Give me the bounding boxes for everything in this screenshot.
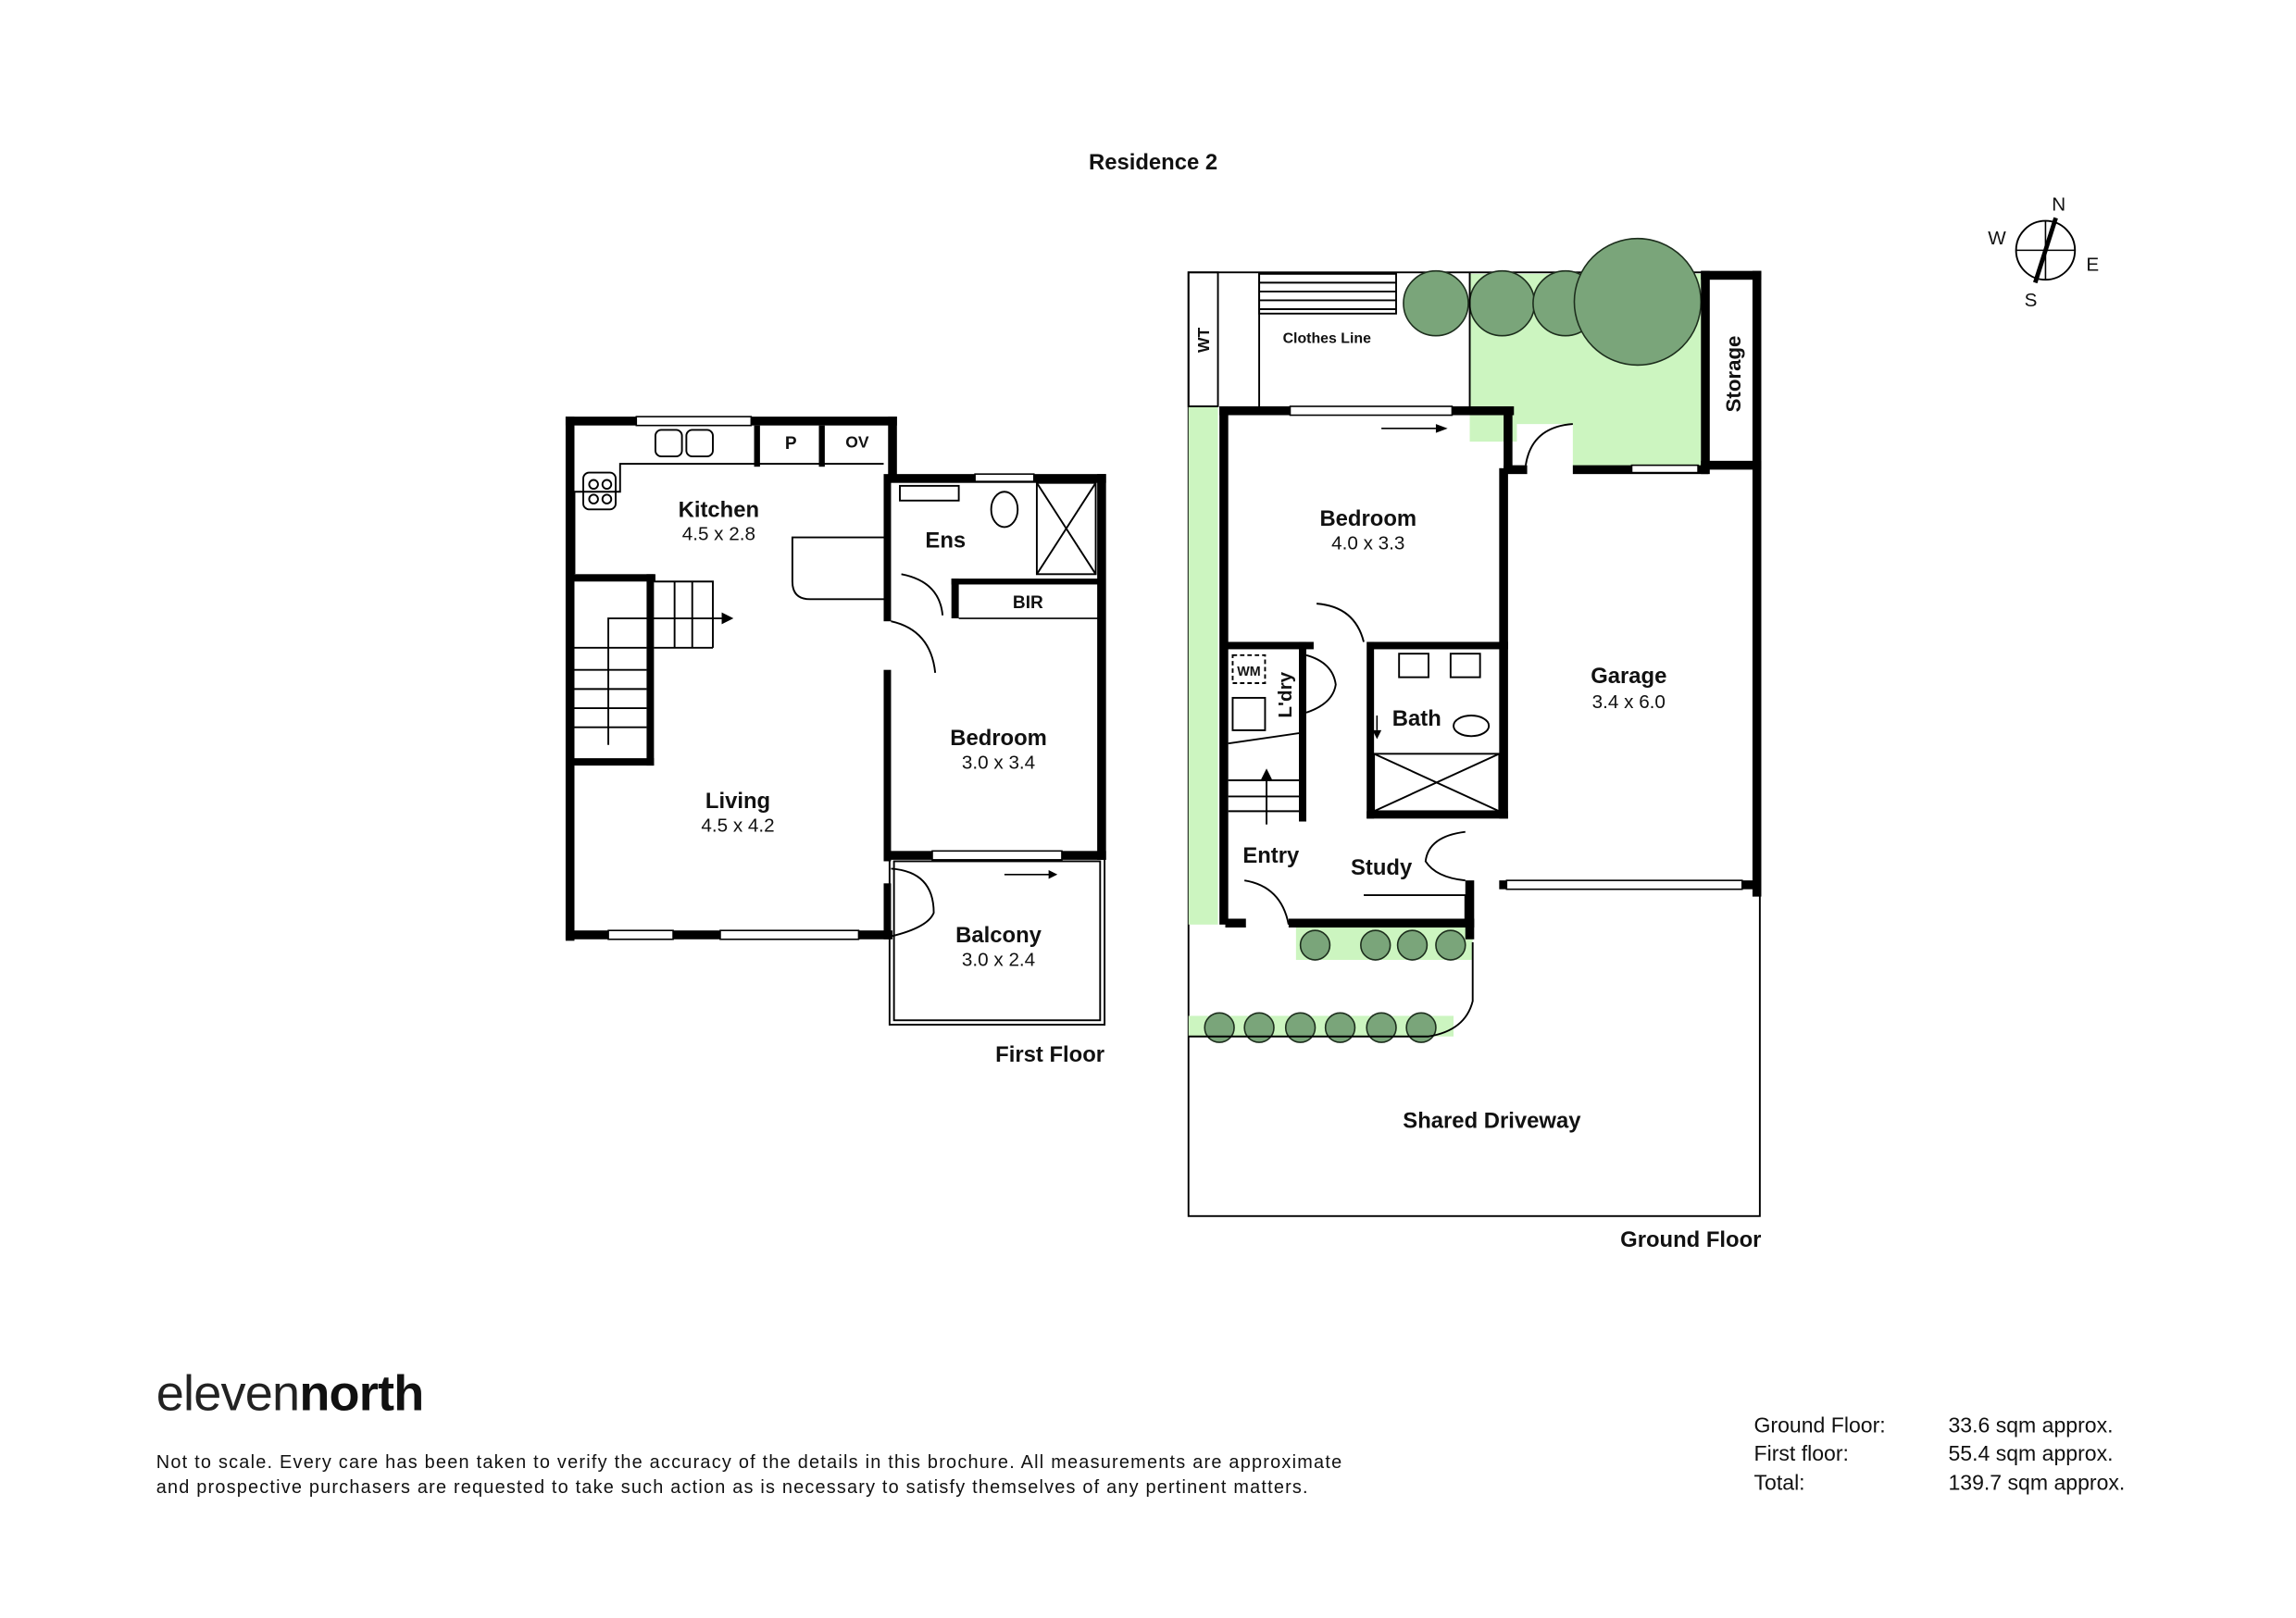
room-size: 3.4 x 6.0 [1592, 691, 1666, 713]
disclaimer-line-2: and prospective purchasers are requested… [156, 1477, 1308, 1498]
room-kitchen: Kitchen [679, 497, 759, 522]
svg-text:Ground Floor:: Ground Floor: [1754, 1413, 1886, 1438]
first-floor-plan: Kitchen 4.5 x 2.8 P OV Living 4.5 x 4.2 … [565, 416, 1106, 1067]
room-garage: Garage [1591, 664, 1666, 689]
svg-text:33.6 sqm approx.: 33.6 sqm approx. [1948, 1413, 2113, 1438]
svg-text:E: E [2086, 255, 2099, 276]
compass-icon: N W E S [1988, 193, 2099, 310]
room-clothes-line: Clothes Line [1283, 331, 1372, 347]
room-bath: Bath [1392, 706, 1441, 731]
room-entry: Entry [1242, 843, 1300, 868]
room-size: 3.0 x 3.4 [962, 752, 1035, 773]
plan-title: Residence 2 [1089, 150, 1217, 175]
svg-text:S: S [2025, 290, 2038, 311]
tree-icon [1204, 237, 1703, 1043]
room-size: 4.5 x 4.2 [701, 815, 774, 837]
room-oven: OV [845, 433, 869, 452]
stairs-icon [574, 580, 734, 745]
room-laundry: L'dry [1275, 671, 1296, 717]
svg-text:W: W [1988, 228, 2006, 249]
ground-floor-label: Ground Floor [1620, 1227, 1761, 1252]
svg-text:First floor:: First floor: [1754, 1441, 1849, 1465]
room-wm: WM [1237, 665, 1260, 679]
room-bedroom: Bedroom [950, 726, 1047, 751]
room-bir: BIR [1013, 593, 1043, 613]
room-pantry: P [785, 434, 797, 454]
room-bedroom: Bedroom [1319, 506, 1416, 531]
room-living: Living [705, 789, 770, 814]
room-size: 3.0 x 2.4 [962, 949, 1035, 970]
area-summary: Ground Floor: 33.6 sqm approx. First flo… [1754, 1413, 2126, 1495]
svg-text:55.4 sqm approx.: 55.4 sqm approx. [1948, 1441, 2113, 1465]
svg-text:Total:: Total: [1754, 1471, 1805, 1495]
room-size: 4.0 x 3.3 [1331, 532, 1404, 554]
room-driveway: Shared Driveway [1403, 1108, 1581, 1133]
room-ens: Ens [925, 529, 966, 554]
room-storage: Storage [1722, 336, 1745, 413]
svg-text:N: N [2052, 193, 2065, 215]
brand-logo: elevennorth [156, 1366, 424, 1422]
room-study: Study [1351, 855, 1413, 880]
room-balcony: Balcony [955, 923, 1042, 948]
disclaimer-line-1: Not to scale. Every care has been taken … [156, 1452, 1341, 1473]
first-floor-label: First Floor [995, 1042, 1104, 1067]
ground-floor-plan: WT Clothes Line Storage Bedroom 4.0 x 3.… [1187, 237, 1762, 1252]
clothes-line-icon [1258, 272, 1397, 315]
room-wt: WT [1194, 328, 1213, 354]
room-size: 4.5 x 2.8 [682, 524, 755, 545]
svg-text:139.7 sqm approx.: 139.7 sqm approx. [1948, 1471, 2125, 1495]
